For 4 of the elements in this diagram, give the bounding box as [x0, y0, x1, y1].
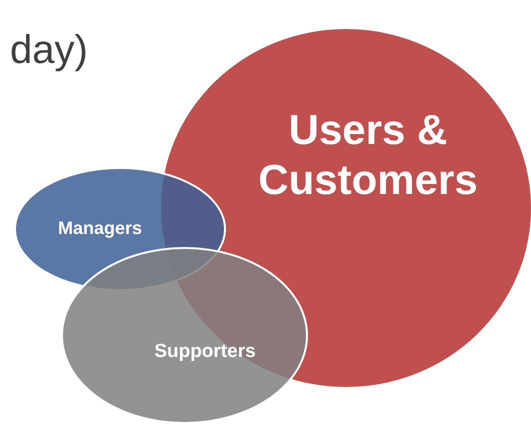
heading-fragment: day) — [10, 27, 88, 74]
set-label: Users & Customers — [257, 105, 479, 205]
set-label: Managers — [56, 217, 144, 239]
set-label: Supporters — [153, 340, 257, 364]
